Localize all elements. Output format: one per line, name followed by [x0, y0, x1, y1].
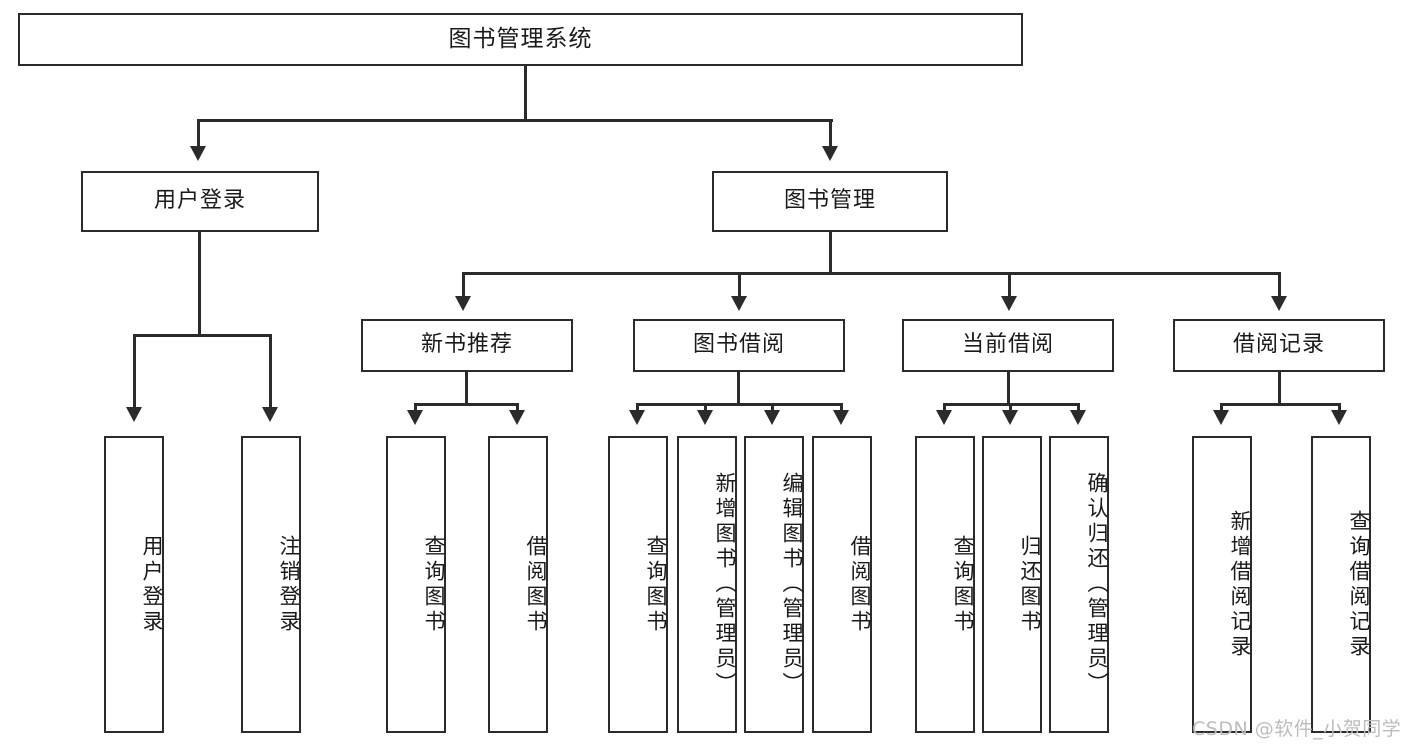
- connector-nbr-stem: [465, 372, 468, 405]
- connector-cb-drop-1: [943, 403, 946, 413]
- arrow-to-leaf-nbr-borrow: [509, 410, 525, 425]
- leaf-cb-query-book[interactable]: 查询图书: [915, 436, 975, 733]
- connector-cb-drop-2: [1009, 403, 1012, 413]
- connector-nbr-bus: [414, 403, 519, 406]
- arrow-to-leaf-bb-add: [697, 410, 713, 425]
- connector-br-bus: [1220, 403, 1341, 406]
- connector-cb-drop-3: [1077, 403, 1080, 413]
- arrow-to-leaf-user-login: [126, 407, 142, 422]
- arrow-to-book-borrow: [731, 296, 747, 311]
- connector-bb-drop-4: [840, 403, 843, 413]
- connector-bb-stem: [737, 372, 740, 405]
- leaf-br-query-record[interactable]: 查询借阅记录: [1311, 436, 1371, 733]
- node-borrow-record[interactable]: 借阅记录: [1173, 319, 1385, 372]
- connector-cb-stem: [1007, 372, 1010, 405]
- connector-bb-drop-3: [771, 403, 774, 413]
- node-root-system[interactable]: 图书管理系统: [18, 13, 1023, 66]
- node-book-borrow[interactable]: 图书借阅: [633, 319, 845, 372]
- arrow-to-borrow-record: [1271, 296, 1287, 311]
- connector-user-login-drop-2: [269, 334, 272, 409]
- arrow-to-new-book-recommend: [455, 296, 471, 311]
- connector-br-drop-1: [1220, 403, 1223, 413]
- connector-bb-bus: [636, 403, 843, 406]
- node-user-login[interactable]: 用户登录: [81, 171, 319, 232]
- arrow-to-current-borrow: [1001, 296, 1017, 311]
- arrow-to-leaf-nbr-query: [407, 410, 423, 425]
- connector-root-stem: [524, 66, 527, 121]
- leaf-nbr-borrow-book[interactable]: 借阅图书: [488, 436, 548, 733]
- connector-bm-drop-2: [738, 272, 741, 298]
- connector-bm-drop-3: [1008, 272, 1011, 298]
- leaf-cb-confirm-return[interactable]: 确认归还（管理员）: [1049, 436, 1109, 733]
- connector-book-manage-stem: [829, 232, 832, 274]
- arrow-to-leaf-bb-edit: [764, 410, 780, 425]
- leaf-bb-add-book[interactable]: 新增图书（管理员）: [677, 436, 737, 733]
- arrow-to-leaf-cb-query: [936, 410, 952, 425]
- arrow-to-leaf-bb-query: [629, 410, 645, 425]
- leaf-nbr-query-book[interactable]: 查询图书: [386, 436, 446, 733]
- leaf-logout[interactable]: 注销登录: [241, 436, 301, 733]
- connector-bm-drop-4: [1278, 272, 1281, 298]
- arrow-to-leaf-cb-return: [1002, 410, 1018, 425]
- node-new-book-recommend[interactable]: 新书推荐: [361, 319, 573, 372]
- leaf-br-add-record[interactable]: 新增借阅记录: [1192, 436, 1252, 733]
- leaf-bb-edit-book[interactable]: 编辑图书（管理员）: [744, 436, 804, 733]
- arrow-to-leaf-br-query: [1331, 410, 1347, 425]
- arrow-to-leaf-br-add: [1213, 410, 1229, 425]
- connector-user-login-stem: [198, 232, 201, 336]
- leaf-bb-borrow-book[interactable]: 借阅图书: [812, 436, 872, 733]
- node-book-manage[interactable]: 图书管理: [712, 171, 948, 232]
- leaf-user-login[interactable]: 用户登录: [104, 436, 164, 733]
- arrow-to-leaf-bb-borrow: [833, 410, 849, 425]
- connector-user-login-bus: [133, 334, 271, 337]
- leaf-cb-return-book[interactable]: 归还图书: [982, 436, 1042, 733]
- connector-root-drop-left: [197, 119, 200, 148]
- arrow-to-leaf-logout: [262, 407, 278, 422]
- connector-br-stem: [1278, 372, 1281, 405]
- connector-user-login-drop-1: [133, 334, 136, 409]
- connector-bb-drop-2: [704, 403, 707, 413]
- arrow-to-user-login: [190, 146, 206, 161]
- connector-nbr-drop-1: [414, 403, 417, 413]
- leaf-bb-query-book[interactable]: 查询图书: [608, 436, 668, 733]
- connector-bb-drop-1: [636, 403, 639, 413]
- arrow-to-leaf-cb-confirm: [1070, 410, 1086, 425]
- connector-root-bus: [197, 119, 833, 122]
- connector-root-drop-right: [829, 119, 832, 148]
- connector-nbr-drop-2: [516, 403, 519, 413]
- arrow-to-book-manage: [822, 146, 838, 161]
- connector-bm-drop-1: [462, 272, 465, 298]
- node-current-borrow[interactable]: 当前借阅: [902, 319, 1114, 372]
- connector-book-manage-bus: [462, 272, 1281, 275]
- connector-br-drop-2: [1338, 403, 1341, 413]
